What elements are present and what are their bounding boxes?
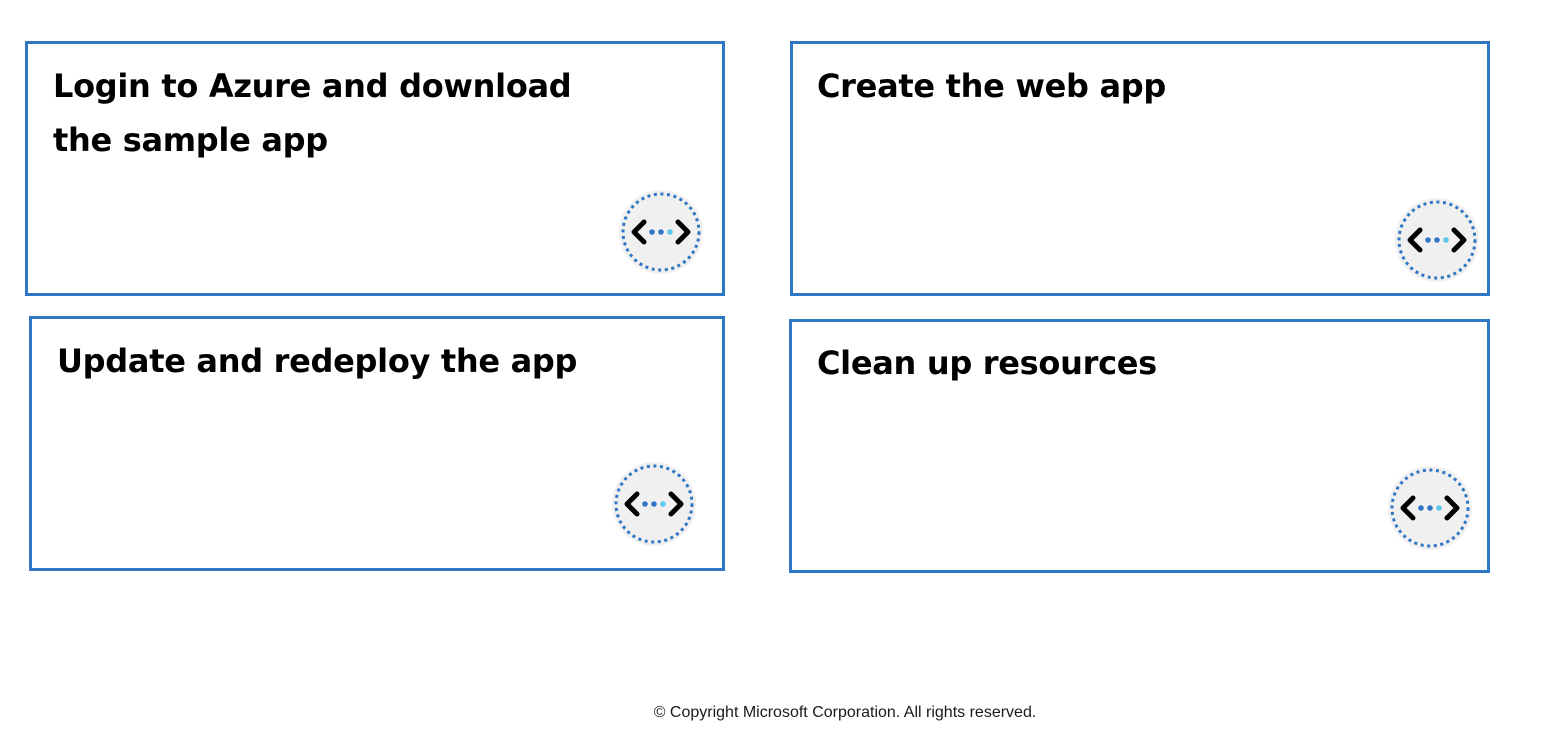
code-icon [1394,197,1480,283]
code-icon [618,189,704,275]
card-title: Clean up resources [817,344,1157,382]
card-create-web-app[interactable]: Create the web app [790,41,1490,296]
copyright-footer: © Copyright Microsoft Corporation. All r… [653,704,1037,721]
code-icon [611,461,697,547]
card-title: Create the web app [817,67,1166,105]
card-login-download[interactable]: Login to Azure and download the sample a… [25,41,725,296]
code-icon [1387,465,1473,551]
card-title: Update and redeploy the app [57,342,578,380]
card-title: Login to Azure and download the sample a… [53,67,572,159]
card-update-redeploy[interactable]: Update and redeploy the app [29,316,725,571]
card-clean-up-resources[interactable]: Clean up resources [789,319,1490,573]
